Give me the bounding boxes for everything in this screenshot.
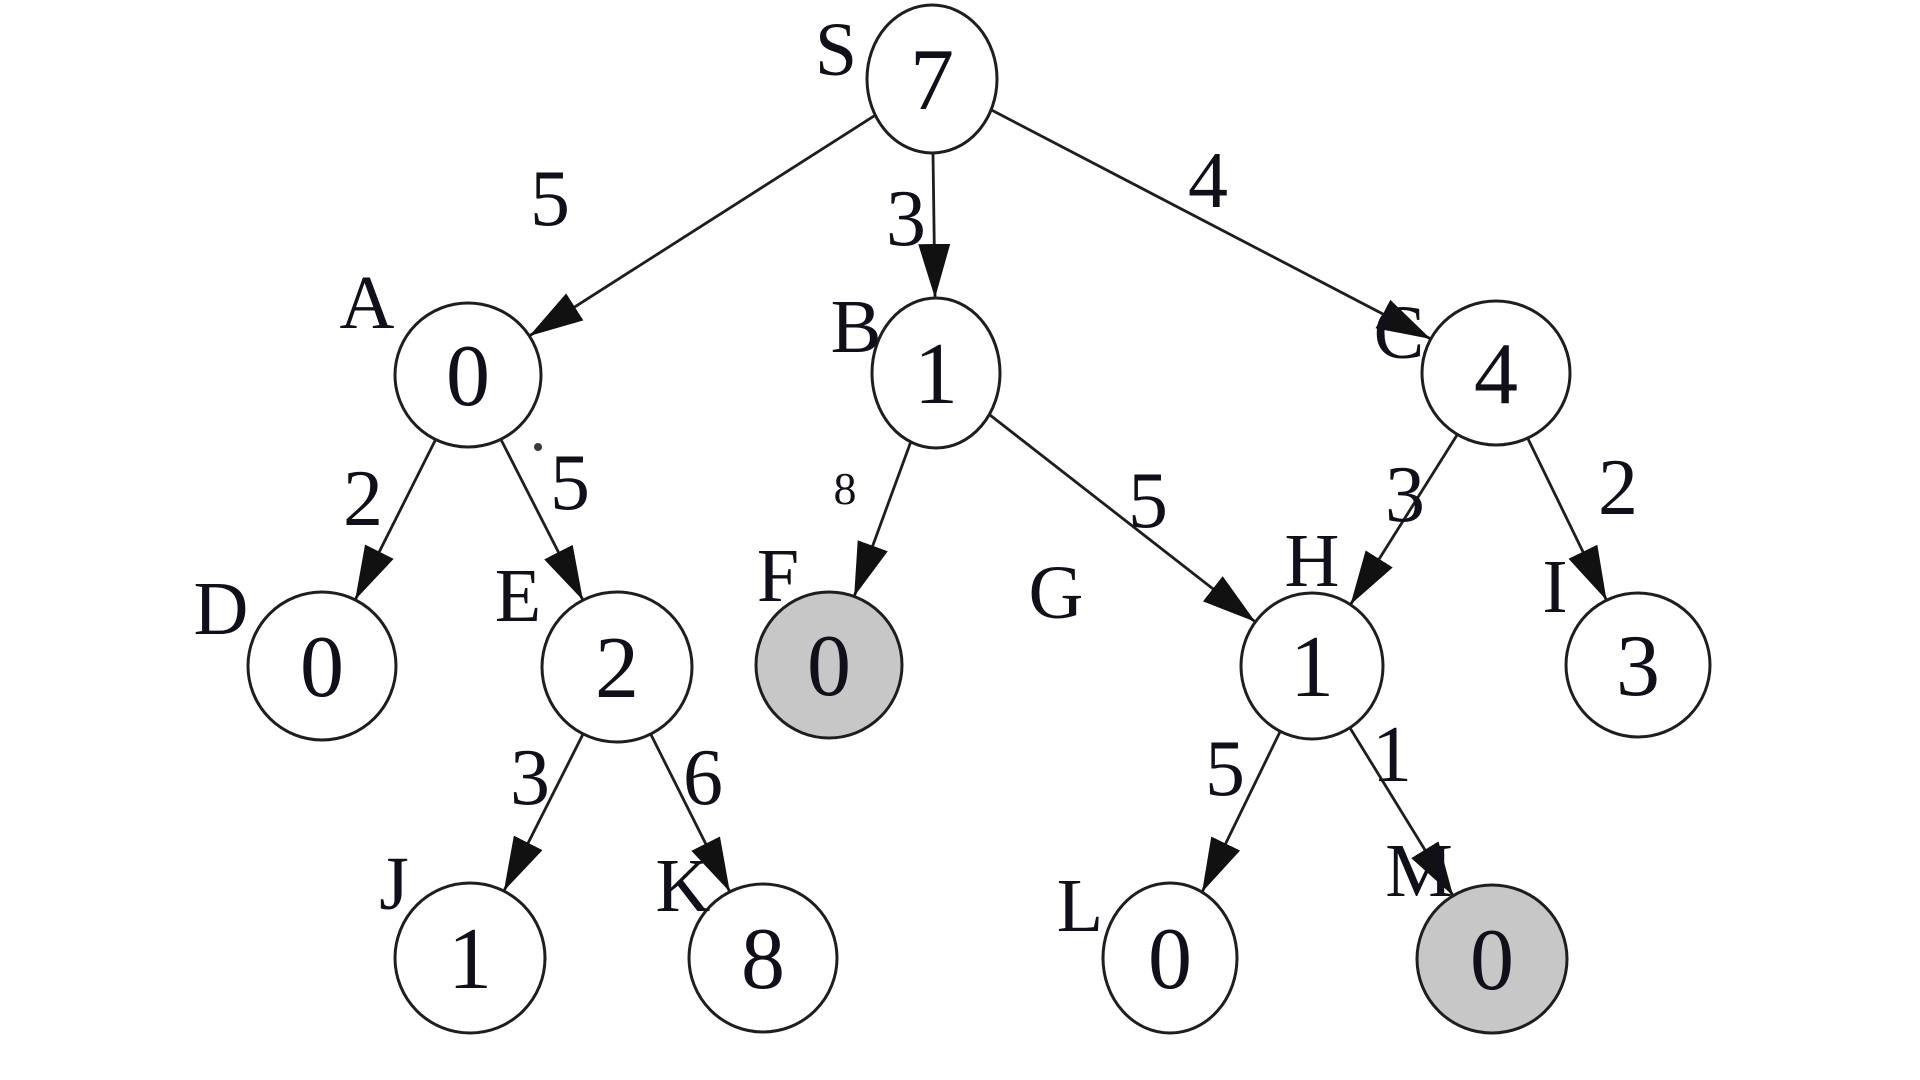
- node-D-letter: D: [194, 567, 249, 651]
- node-S-letter: S: [815, 8, 857, 92]
- node-E-value: 2: [595, 620, 639, 717]
- stray-dot: [534, 443, 542, 451]
- node-G-letter: G: [1029, 551, 1084, 635]
- node-H-value: 1: [1290, 619, 1334, 716]
- node-I-circle: [1564, 591, 1712, 739]
- node-L-letter: L: [1057, 864, 1103, 948]
- node-S-circle: [865, 3, 999, 155]
- edge-B-F-cost-label: 8: [834, 463, 857, 514]
- edge-C-H-line: [1349, 434, 1459, 605]
- edge-S-B-line: [918, 153, 951, 298]
- edge-S-C-line: [991, 109, 1431, 340]
- node-F-letter: F: [757, 534, 799, 618]
- node-E-letter: E: [495, 554, 541, 638]
- node-D-value: 0: [300, 619, 344, 716]
- edge-A-E-cost-label: 5: [550, 439, 590, 527]
- edge-C-H-cost-label: 3: [1385, 451, 1425, 539]
- node-C-letter: C: [1374, 291, 1425, 375]
- edge-H-M-cost-label: 1: [1372, 711, 1412, 799]
- node-I-letter: I: [1542, 545, 1567, 629]
- edge-A-E-line: [500, 439, 584, 601]
- edge-C-I-line: [1526, 438, 1608, 601]
- edge-A-D-cost-label: 2: [343, 455, 383, 543]
- edge-H-L-cost-label: 5: [1205, 725, 1245, 813]
- edge-E-K-line: [649, 734, 731, 892]
- node-S-value: 7: [910, 32, 954, 129]
- edge-S-A-cost-label: 5: [530, 155, 570, 243]
- node-L-circle: [1101, 881, 1239, 1035]
- edge-S-C-cost-label: 4: [1188, 137, 1228, 225]
- edge-E-J-line: [503, 734, 584, 892]
- edge-H-L-line: [1201, 731, 1282, 893]
- edge-C-I-cost-label: 2: [1598, 444, 1638, 532]
- nodes-layer: [246, 3, 1712, 1035]
- edge-B-H-cost-label: 5: [1128, 457, 1168, 545]
- edge-S-A-line: [529, 114, 876, 337]
- node-K-value: 8: [741, 911, 785, 1008]
- node-A-letter: A: [340, 261, 395, 345]
- node-B-letter: B: [831, 285, 882, 369]
- edge-B-H-line: [989, 413, 1256, 623]
- node-F-circle: [754, 590, 904, 740]
- node-H-letter: H: [1285, 519, 1340, 603]
- node-A-circle: [393, 301, 543, 449]
- edge-B-F-line: [853, 442, 912, 597]
- node-F-value: 0: [807, 618, 851, 715]
- node-J-value: 1: [448, 911, 492, 1008]
- node-M-value: 0: [1470, 912, 1514, 1009]
- edge-S-B-cost-label: 3: [886, 175, 926, 263]
- node-K-letter: K: [656, 844, 711, 928]
- node-B-circle: [870, 296, 1002, 450]
- node-A-value: 0: [446, 328, 490, 425]
- node-M-letter: M: [1385, 829, 1453, 913]
- node-C-circle: [1420, 299, 1572, 447]
- node-J-circle: [393, 881, 547, 1035]
- edge-A-D-line: [354, 439, 437, 600]
- node-K-circle: [687, 882, 839, 1034]
- node-H-circle: [1239, 591, 1385, 741]
- node-E-circle: [540, 590, 694, 744]
- edge-E-K-cost-label: 6: [683, 734, 723, 822]
- node-C-value: 4: [1474, 326, 1518, 423]
- edges-layer: [354, 109, 1608, 896]
- edge-E-J-cost-label: 3: [510, 734, 550, 822]
- node-D-circle: [246, 590, 398, 742]
- edge-H-M-line: [1349, 727, 1454, 896]
- node-M-circle: [1415, 883, 1569, 1035]
- node-L-value: 0: [1148, 911, 1192, 1008]
- node-B-value: 1: [914, 326, 958, 423]
- node-J-letter: J: [379, 842, 409, 926]
- node-I-value: 3: [1616, 618, 1660, 715]
